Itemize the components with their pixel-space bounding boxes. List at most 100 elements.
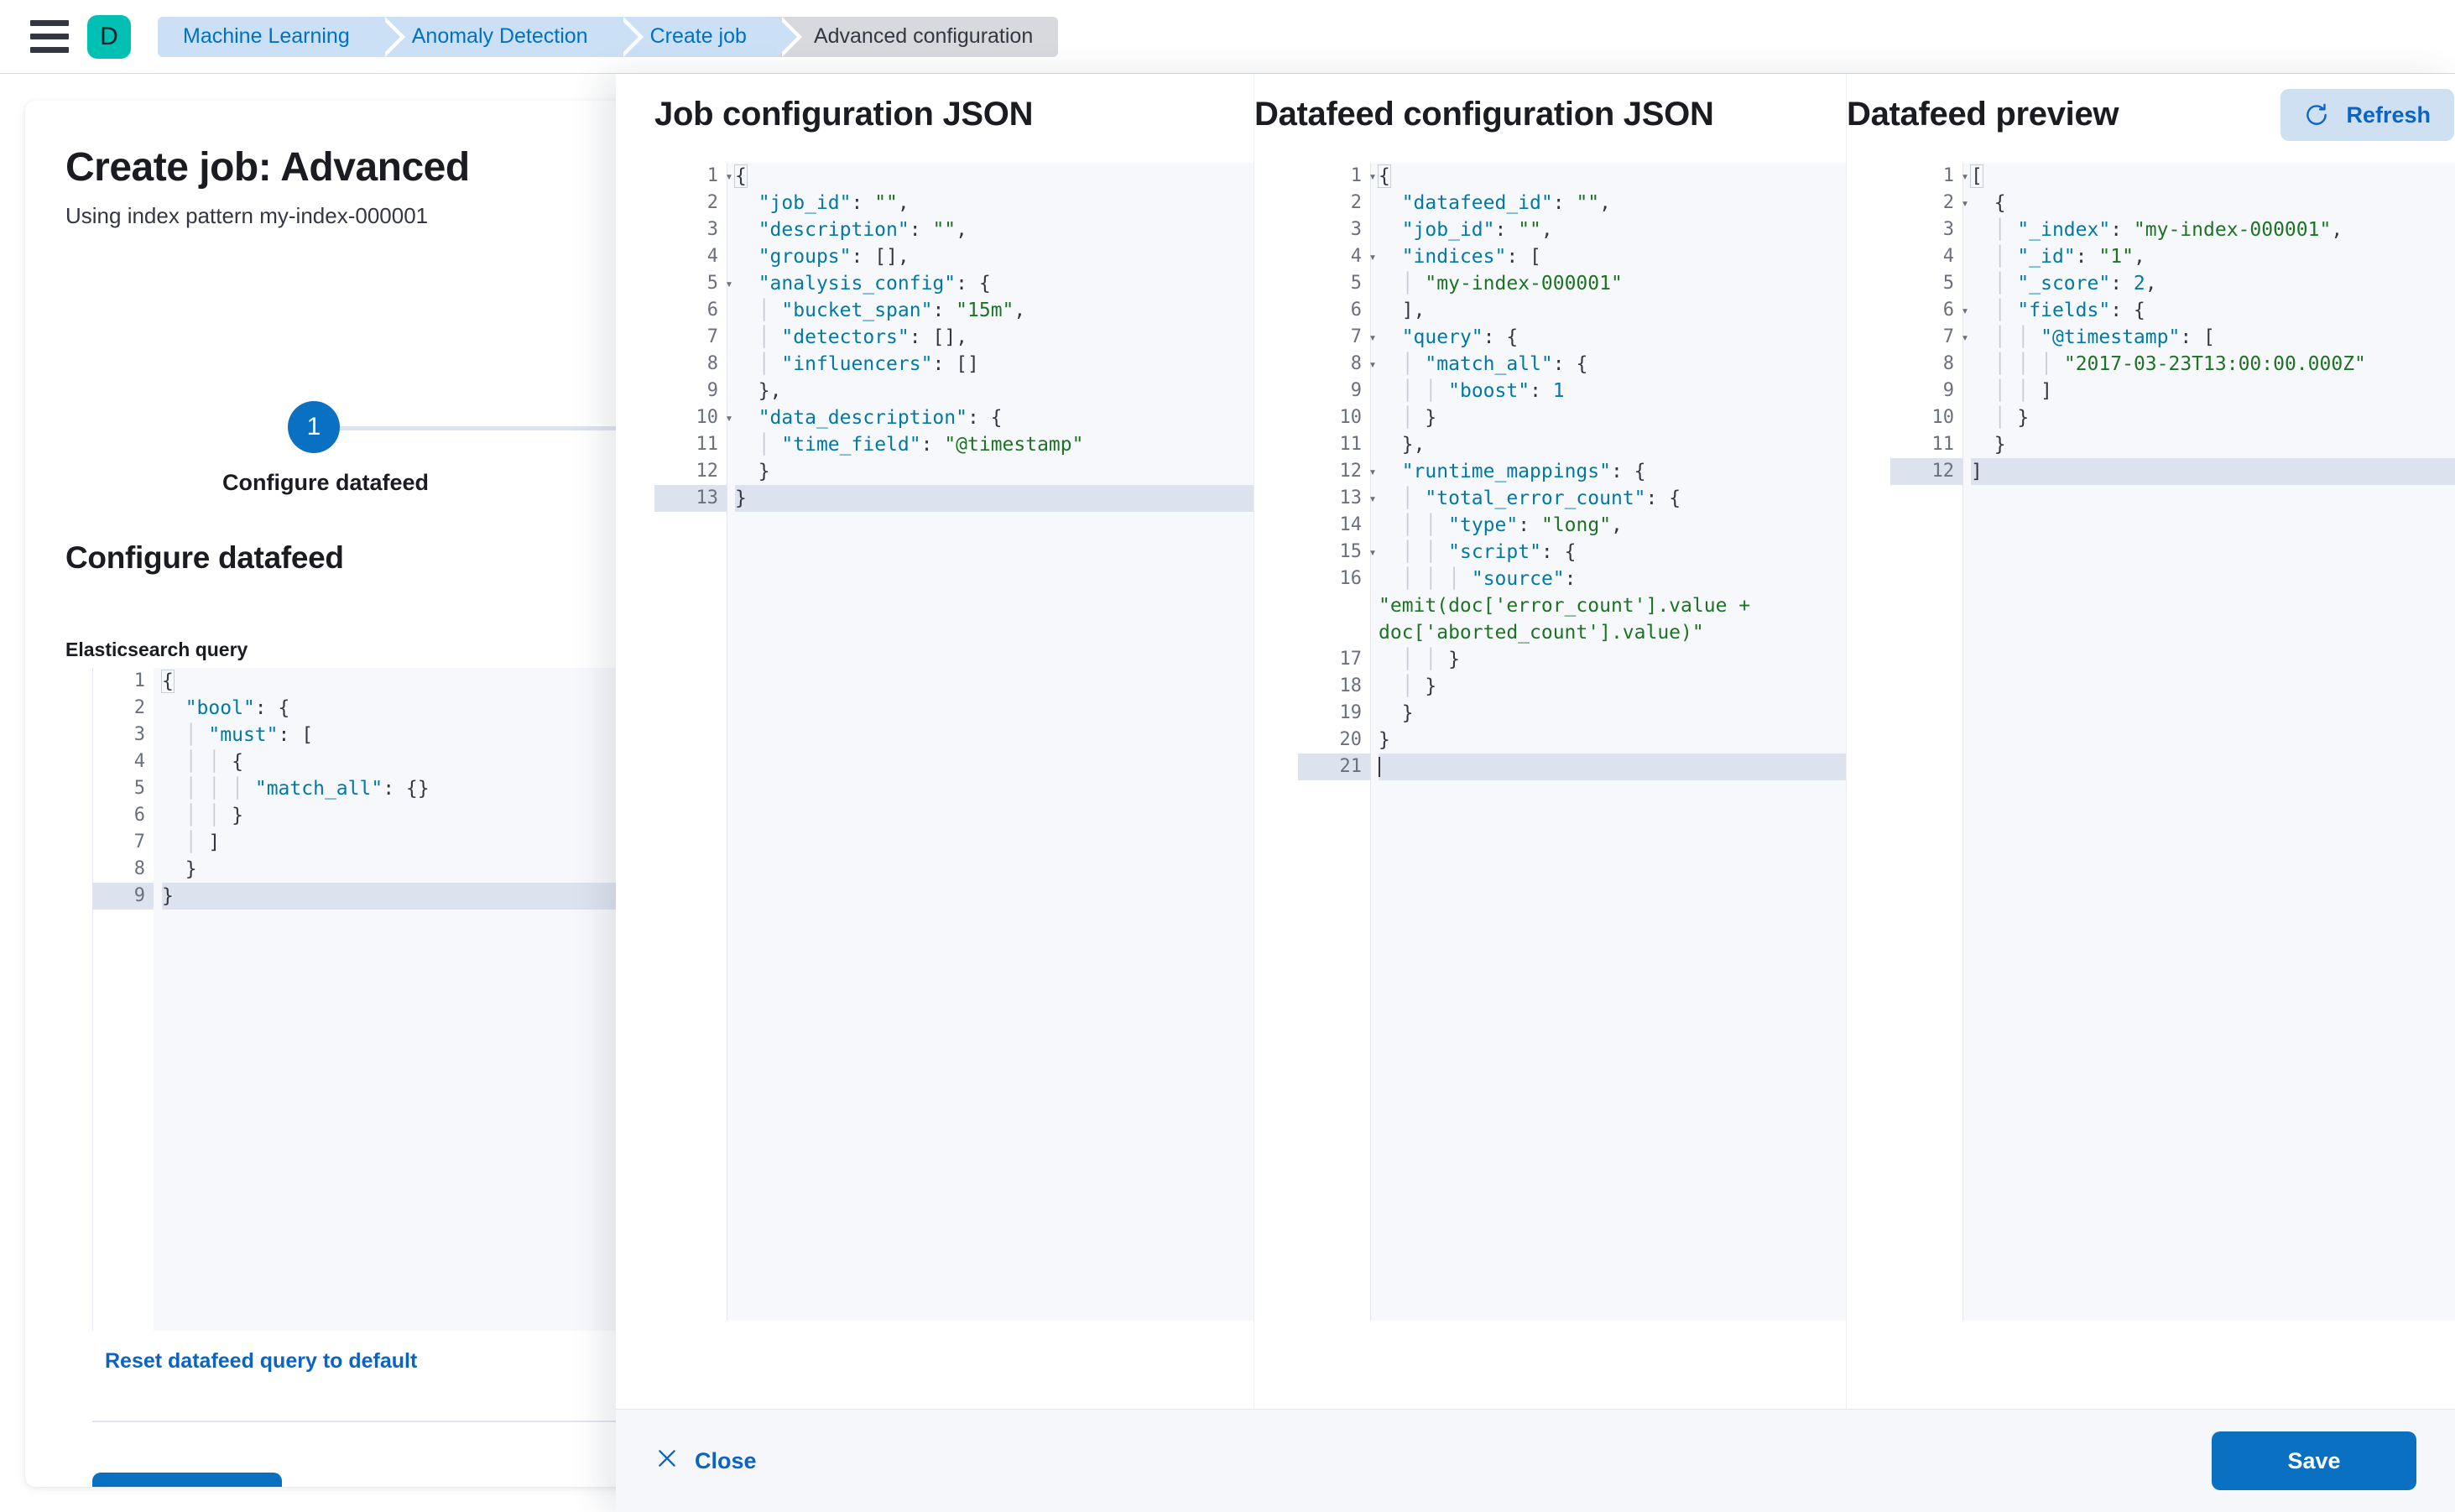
code-line[interactable]: │ } bbox=[1994, 407, 2030, 429]
edit-json-button[interactable]: Edit JSON bbox=[327, 1485, 438, 1487]
fold-arrow-icon[interactable]: ▾ bbox=[1961, 169, 1969, 184]
code-line[interactable]: │ │ "script": { bbox=[1401, 541, 1577, 563]
fold-arrow-icon[interactable]: ▾ bbox=[1368, 169, 1377, 184]
gutter-line: 12▾ bbox=[1298, 458, 1377, 485]
code-line[interactable]: "runtime_mappings": { bbox=[1401, 461, 1646, 482]
code-line[interactable]: │ "bucket_span": "15m", bbox=[758, 300, 1026, 321]
code-line[interactable]: │ │ │ "2017-03-23T13:00:00.000Z" bbox=[1994, 353, 2366, 375]
fold-arrow-icon[interactable]: ▾ bbox=[1961, 196, 1969, 211]
fold-arrow-icon[interactable]: ▾ bbox=[1368, 545, 1377, 560]
code-line[interactable]: │ "total_error_count": { bbox=[1401, 487, 1681, 509]
code-line[interactable]: } bbox=[1401, 702, 1414, 724]
code-line[interactable]: │ } bbox=[1401, 407, 1437, 429]
page-title: Create job: Advanced bbox=[65, 145, 470, 190]
space-avatar[interactable]: D bbox=[87, 14, 131, 59]
code-line[interactable]: │ │ │ "source": "emit(doc['error_count']… bbox=[1379, 568, 1762, 644]
code-line[interactable]: "query": { bbox=[1401, 326, 1519, 348]
gutter-line: 13 bbox=[654, 485, 727, 512]
code-line[interactable]: } bbox=[1379, 729, 1390, 751]
code-line[interactable]: │ │ │ "match_all": {} bbox=[185, 778, 430, 800]
save-button[interactable]: Save bbox=[2212, 1431, 2416, 1490]
code-line[interactable]: │ │ } bbox=[1401, 649, 1460, 670]
code-line[interactable]: } bbox=[735, 485, 1254, 512]
code-line[interactable]: [ bbox=[1970, 164, 1983, 188]
code-line[interactable]: ] bbox=[1971, 458, 2455, 485]
gutter-line: 9 bbox=[93, 883, 154, 910]
code-line[interactable]: } bbox=[185, 858, 197, 880]
code-line[interactable]: │ │ "boost": 1 bbox=[1401, 380, 1565, 402]
datafeed-editor-code[interactable]: { "datafeed_id": "", "job_id": "", "indi… bbox=[1370, 163, 1847, 1321]
gutter-line: 18 bbox=[1339, 675, 1363, 696]
code-line[interactable]: │ "my-index-000001" bbox=[1401, 273, 1623, 295]
fold-arrow-icon[interactable]: ▾ bbox=[1368, 464, 1377, 479]
code-line[interactable]: }, bbox=[758, 380, 782, 402]
code-line[interactable]: "description": "", bbox=[758, 219, 967, 241]
code-line[interactable]: "indices": [ bbox=[1401, 246, 1541, 268]
code-line[interactable]: │ "detectors": [], bbox=[758, 326, 968, 348]
gutter-line: 10 bbox=[1931, 407, 1955, 428]
code-line[interactable]: │ │ { bbox=[185, 751, 243, 773]
refresh-button[interactable]: Refresh bbox=[2280, 89, 2454, 141]
breadcrumb-item-machine-learning[interactable]: Machine Learning bbox=[158, 16, 405, 57]
fold-arrow-icon[interactable]: ▾ bbox=[1961, 330, 1969, 345]
code-line[interactable]: "analysis_config": { bbox=[758, 273, 991, 295]
code-line[interactable]: "job_id": "", bbox=[758, 192, 910, 214]
fold-arrow-icon[interactable]: ▾ bbox=[1961, 303, 1969, 318]
code-line[interactable]: "bool": { bbox=[185, 697, 290, 719]
code-line[interactable]: "groups": [], bbox=[758, 246, 910, 268]
fold-arrow-icon[interactable]: ▾ bbox=[1368, 357, 1377, 372]
code-line[interactable]: { bbox=[1378, 164, 1391, 188]
breadcrumb-item-anomaly-detection[interactable]: Anomaly Detection bbox=[379, 16, 644, 57]
fold-arrow-icon[interactable]: ▾ bbox=[1368, 491, 1377, 506]
code-line[interactable]: } bbox=[758, 461, 770, 482]
code-line[interactable]: ], bbox=[1401, 300, 1426, 321]
code-line[interactable]: │ │ ] bbox=[1994, 380, 2052, 402]
code-line[interactable]: "job_id": "", bbox=[1401, 219, 1553, 241]
code-line[interactable] bbox=[1379, 753, 1847, 780]
fold-arrow-icon[interactable]: ▾ bbox=[725, 276, 733, 291]
code-line[interactable]: │ "_score": 2, bbox=[1994, 273, 2157, 295]
code-line[interactable]: { bbox=[734, 164, 748, 188]
code-line[interactable]: "datafeed_id": "", bbox=[1401, 192, 1611, 214]
reset-datafeed-query-link[interactable]: Reset datafeed query to default bbox=[105, 1349, 418, 1373]
code-line[interactable]: │ "must": [ bbox=[185, 724, 314, 746]
code-line[interactable]: }, bbox=[1401, 434, 1426, 456]
code-line[interactable]: "data_description": { bbox=[758, 407, 1003, 429]
code-line[interactable]: │ │ "type": "long", bbox=[1401, 514, 1623, 536]
gutter-line: 4▾ bbox=[1298, 243, 1377, 270]
next-button[interactable]: Next bbox=[92, 1473, 282, 1487]
refresh-icon bbox=[2304, 102, 2329, 128]
fold-arrow-icon[interactable]: ▾ bbox=[1368, 249, 1377, 264]
gutter-line: 5 bbox=[1942, 273, 1954, 294]
code-line[interactable]: │ "fields": { bbox=[1994, 300, 2145, 321]
step-number-badge[interactable]: 1 bbox=[288, 401, 340, 453]
breadcrumb-item-create-job[interactable]: Create job bbox=[618, 16, 803, 57]
code-line[interactable]: │ "match_all": { bbox=[1401, 353, 1588, 375]
gutter-line: 14 bbox=[1339, 514, 1363, 535]
hamburger-icon[interactable] bbox=[30, 20, 69, 54]
code-line[interactable]: │ │ "@timestamp": [ bbox=[1994, 326, 2215, 348]
code-line[interactable]: │ } bbox=[1401, 675, 1437, 697]
code-line[interactable]: │ "_index": "my-index-000001", bbox=[1994, 219, 2343, 241]
code-line[interactable]: │ "influencers": [] bbox=[758, 353, 979, 375]
code-line[interactable]: │ "_id": "1", bbox=[1994, 246, 2145, 268]
gutter-line: 16 bbox=[1339, 568, 1363, 589]
code-line[interactable]: { bbox=[1994, 192, 2006, 214]
code-line[interactable]: │ "time_field": "@timestamp" bbox=[758, 434, 1084, 456]
code-line[interactable]: │ ] bbox=[185, 832, 221, 853]
code-line[interactable]: { bbox=[161, 670, 175, 693]
job-editor-code[interactable]: { "job_id": "", "description": "", "grou… bbox=[727, 163, 1254, 1321]
close-button[interactable]: Close bbox=[656, 1410, 757, 1512]
code-line[interactable]: │ │ } bbox=[185, 805, 243, 826]
fold-arrow-icon[interactable]: ▾ bbox=[725, 410, 733, 425]
fold-arrow-icon[interactable]: ▾ bbox=[725, 169, 733, 184]
fold-arrow-icon[interactable]: ▾ bbox=[1368, 330, 1377, 345]
code-line[interactable]: } bbox=[1994, 434, 2006, 456]
preview-editor-code[interactable]: [ { │ "_index": "my-index-000001", │ "_i… bbox=[1962, 163, 2455, 1321]
gutter-line: 4 bbox=[706, 246, 718, 267]
gutter-line: 20 bbox=[1339, 729, 1363, 750]
